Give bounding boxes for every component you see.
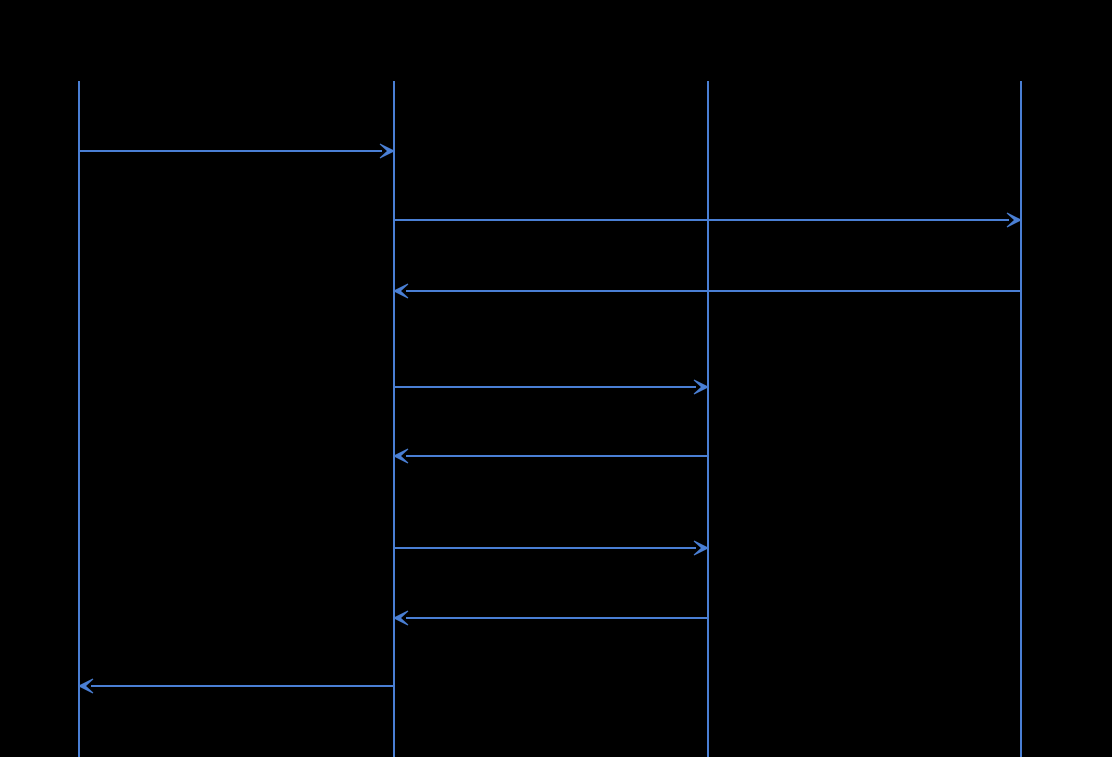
message-6	[394, 540, 710, 556]
message-1	[79, 143, 396, 159]
arrowhead-7	[392, 610, 409, 626]
message-3	[392, 283, 1021, 299]
message-7	[392, 610, 708, 626]
message-8	[77, 678, 394, 694]
lifelines-layer	[78, 81, 1022, 757]
message-4	[394, 379, 710, 395]
arrowhead-1	[379, 143, 396, 159]
message-5	[392, 448, 708, 464]
arrowhead-8	[77, 678, 94, 694]
arrowhead-4	[693, 379, 710, 395]
arrowhead-6	[693, 540, 710, 556]
messages-layer	[77, 143, 1023, 694]
arrowhead-5	[392, 448, 409, 464]
arrowhead-2	[1006, 212, 1023, 228]
arrowhead-3	[392, 283, 409, 299]
message-2	[394, 212, 1023, 228]
